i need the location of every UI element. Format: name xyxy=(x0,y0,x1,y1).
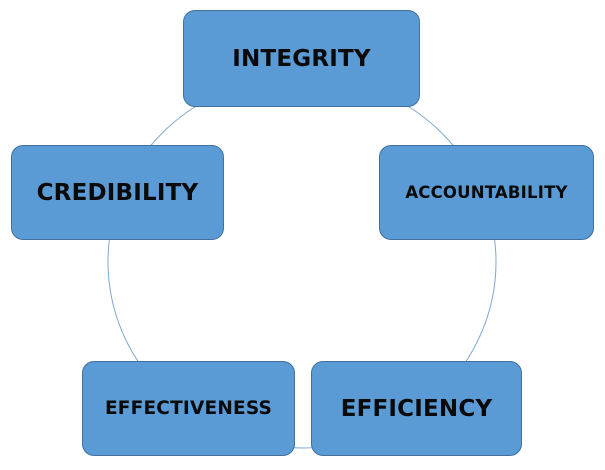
node-integrity-label: INTEGRITY xyxy=(232,45,371,72)
node-efficiency-label: EFFICIENCY xyxy=(340,395,493,422)
node-credibility-label: CREDIBILITY xyxy=(36,179,199,206)
node-integrity: INTEGRITY xyxy=(183,10,420,107)
node-credibility: CREDIBILITY xyxy=(11,145,224,240)
node-accountability-label: ACCOUNTABILITY xyxy=(405,183,568,202)
node-effectiveness: EFFECTIVENESS xyxy=(82,361,295,456)
node-effectiveness-label: EFFECTIVENESS xyxy=(104,398,273,419)
node-accountability: ACCOUNTABILITY xyxy=(379,145,594,240)
node-efficiency: EFFICIENCY xyxy=(311,361,522,456)
